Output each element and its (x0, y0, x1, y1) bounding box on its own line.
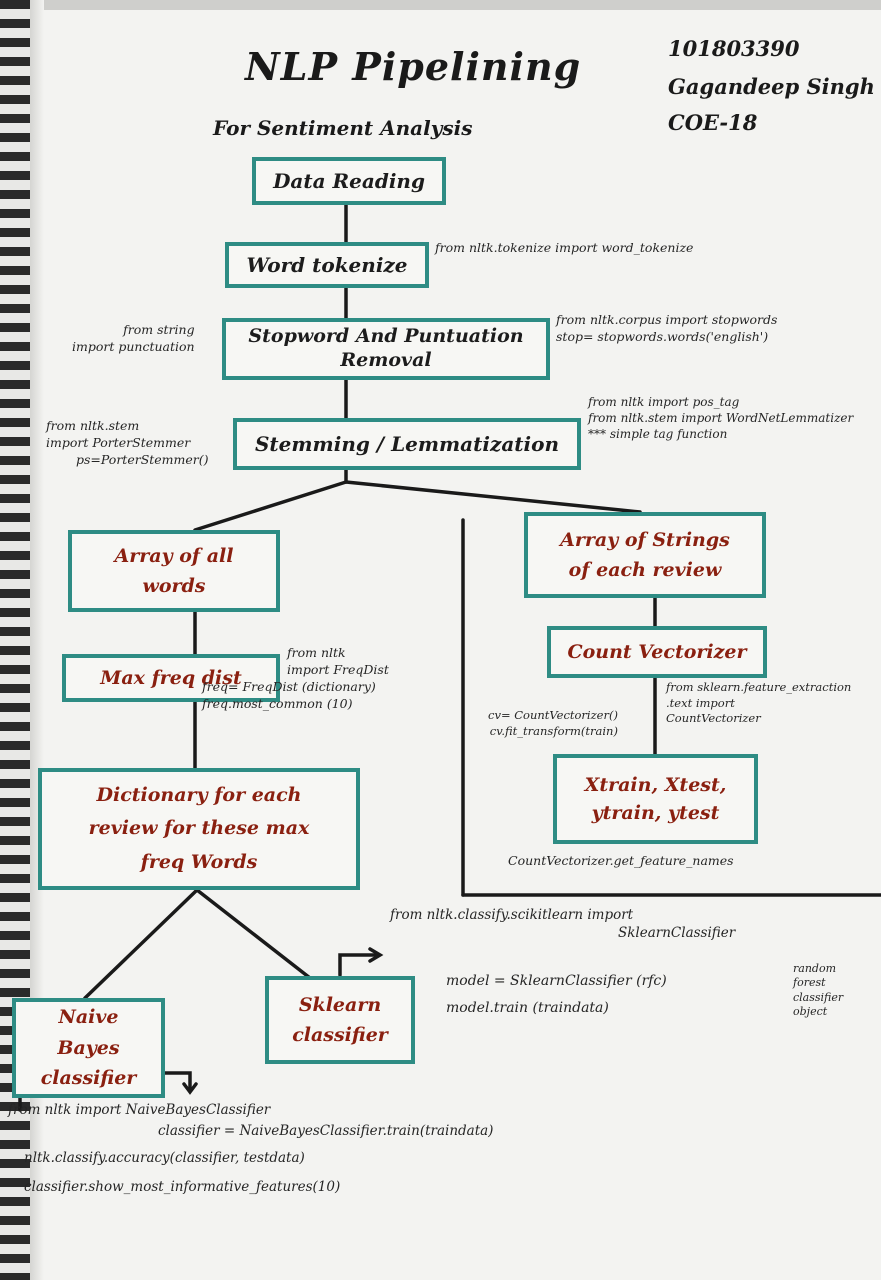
node-naive-bayes-label: Naive Bayes classifier (40, 1006, 137, 1090)
note-nb-line3: nltk.classify.accuracy(classifier, testd… (24, 1149, 305, 1166)
note-cv-right-line2: .text import (666, 695, 735, 710)
note-freqdist: from nltk import FreqDist freq= FreqDist… (202, 645, 389, 713)
note-pos-tag-line1: from nltk import pos_tag (588, 395, 740, 409)
note-porter-line3: ps=PorterStemmer() (76, 451, 209, 467)
node-data-reading-label: Data Reading (273, 168, 425, 193)
note-stopwords: from nltk.corpus import stopwords stop= … (556, 312, 777, 346)
note-punctuation-line2: import punctuation (72, 338, 195, 354)
node-train-test-split: Xtrain, Xtest, ytrain, ytest (553, 754, 758, 844)
node-word-tokenize-label: Word tokenize (246, 252, 408, 277)
note-pos-tag-line2: from nltk.stem import WordNetLemmatizer (588, 411, 854, 426)
note-model-line1: model = SklearnClassifier (rfc) (446, 973, 667, 989)
node-sklearn: Sklearn classifier (265, 976, 415, 1064)
note-rfc: random forest classifier object (793, 962, 843, 1019)
note-rfc-line4: object (793, 1004, 828, 1018)
note-model: model = SklearnClassifier (rfc) model.tr… (446, 968, 667, 1021)
note-freqdist-line3: freq= FreqDist (dictionary) (202, 678, 376, 694)
node-count-vectorizer: Count Vectorizer (547, 626, 767, 678)
edge-dict-nb (83, 888, 199, 1000)
node-array-strings-label: Array of Strings of each review (560, 528, 730, 581)
node-data-reading: Data Reading (252, 157, 446, 205)
note-rfc-line3: classifier (793, 990, 844, 1004)
note-porter-line1: from nltk.stem (46, 418, 140, 433)
page-title: NLP Pipelining (245, 44, 582, 89)
node-ytrain-label: ytrain, ytest (591, 802, 720, 824)
node-stopword-removal: Stopword And Puntuation Removal (222, 318, 550, 380)
node-stemming: Stemming / Lemmatization (233, 418, 581, 470)
spiral-shadow (30, 0, 44, 1280)
node-naive-bayes: Naive Bayes classifier (12, 998, 165, 1098)
node-array-all-words: Array of all words (68, 530, 280, 612)
node-max-freq-dist-label: Max freq dist (100, 666, 242, 689)
note-nb-line4: classifier.show_most_informative_feature… (24, 1178, 341, 1195)
note-cv-right-line3: CountVectorizer (666, 711, 761, 726)
page-subtitle: For Sentiment Analysis (213, 116, 473, 140)
node-count-vectorizer-label: Count Vectorizer (567, 640, 747, 663)
note-porter-line2: import PorterStemmer (46, 434, 191, 450)
roll-number: 101803390 (668, 36, 800, 61)
node-array-all-words-label: Array of all words (114, 544, 234, 597)
node-stemming-label: Stemming / Lemmatization (254, 431, 560, 456)
note-rfc-line2: forest (793, 976, 826, 990)
sklearn-note-arrow (338, 953, 378, 977)
note-cv-left-line1: cv= CountVectorizer() (488, 708, 618, 722)
nb-note-arrow (163, 1071, 192, 1092)
note-cv-right-line1: from sklearn.feature_extraction (666, 680, 852, 694)
note-sklearn-import-line2: SklearnClassifier (618, 925, 736, 942)
note-nb-line2: classifier = NaiveBayesClassifier.train(… (158, 1122, 494, 1139)
top-edge (0, 0, 881, 10)
node-max-freq-dist: Max freq dist (62, 654, 280, 702)
edge-dict-sklearn (195, 888, 312, 980)
node-sklearn-label: Sklearn classifier (292, 993, 388, 1046)
note-freqdist-line2: import FreqDist (287, 661, 389, 677)
note-pos-tag-line3: *** simple tag function (588, 427, 728, 442)
note-punctuation-line1: from string (123, 322, 195, 337)
edge-fork-right (344, 480, 642, 514)
note-cv-left: cv= CountVectorizer() cv.fit_transform(t… (488, 708, 618, 739)
node-word-tokenize: Word tokenize (225, 242, 429, 288)
node-stopword-removal-label: Stopword And Puntuation Removal (248, 325, 524, 371)
note-sklearn-import-line1: from nltk.classify.scikitlearn import (390, 907, 634, 923)
node-xtrain-label: Xtrain, Xtest, (584, 773, 727, 796)
note-rfc-line1: random (793, 962, 836, 975)
class-label: COE-18 (668, 110, 758, 135)
node-dictionary-label: Dictionary for each review for these max… (88, 784, 310, 873)
sklearn-arrowhead (368, 947, 384, 963)
note-freqdist-line4: freq.most_common (10) (202, 695, 353, 711)
note-cv-right: from sklearn.feature_extraction .text im… (666, 680, 851, 727)
note-stopwords-line2: stop= stopwords.words('english') (556, 328, 769, 344)
note-punctuation: from string import punctuation (72, 322, 195, 356)
note-naive-bayes: from nltk import NaiveBayesClassifier cl… (8, 1100, 493, 1198)
edge-fork-left (193, 480, 348, 532)
note-word-tokenize: from nltk.tokenize import word_tokenize (435, 240, 694, 255)
note-model-line2: model.train (traindata) (446, 999, 609, 1016)
note-cv-left-line2: cv.fit_transform(train) (489, 723, 618, 738)
note-porter: from nltk.stem import PorterStemmer ps=P… (46, 418, 209, 469)
nb-arrowhead (182, 1082, 198, 1095)
author-name: Gagandeep Singh (668, 74, 875, 99)
note-freqdist-line1: from nltk (287, 645, 346, 660)
node-array-strings: Array of Strings of each review (524, 512, 766, 598)
note-feature-names: CountVectorizer.get_feature_names (508, 853, 734, 868)
note-nb-line1: from nltk import NaiveBayesClassifier (8, 1102, 271, 1118)
note-sklearn-import: from nltk.classify.scikitlearn import Sk… (390, 906, 735, 942)
node-dictionary: Dictionary for each review for these max… (38, 768, 360, 890)
note-pos-tag: from nltk import pos_tag from nltk.stem … (588, 394, 853, 443)
note-stopwords-line1: from nltk.corpus import stopwords (556, 312, 778, 327)
